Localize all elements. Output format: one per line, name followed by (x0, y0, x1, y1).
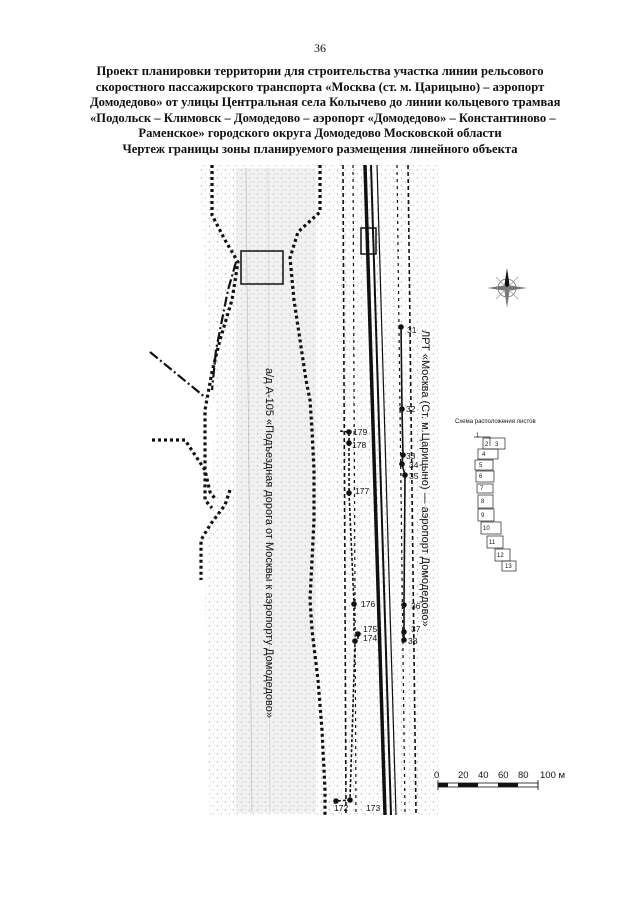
sheet-number: 2 (485, 442, 489, 448)
point-label: 175 (363, 624, 377, 634)
inset-title: Схема расположения листов (455, 419, 536, 425)
page-number: 36 (314, 41, 326, 55)
sheet-number: 11 (489, 540, 496, 546)
north-arrow-icon (487, 268, 527, 308)
sheet-number: 9 (481, 513, 485, 519)
dash-dot-lines (149, 261, 238, 399)
point-label: 35 (409, 471, 419, 481)
sheet-number: 10 (483, 526, 490, 532)
point-label: 36 (411, 601, 421, 611)
point-label: 176 (361, 599, 375, 609)
scale-tick-label: 0 (434, 770, 439, 781)
point-label: 178 (352, 440, 366, 450)
scale-bar: 0 20 40 60 80 100 м (434, 770, 565, 790)
drawing-title: Чертеж границы зоны планируемого размеще… (122, 141, 518, 156)
scale-tick-label: 100 м (540, 770, 565, 781)
point-label: 172 (334, 803, 348, 813)
scale-tick-label: 80 (518, 770, 529, 781)
scale-tick-label: 60 (498, 770, 509, 781)
point-label: 177 (355, 486, 369, 496)
point-label: 33 (406, 451, 416, 461)
point-label: 173 (366, 803, 380, 813)
title-line: Проект планировки территории для строите… (96, 64, 544, 78)
sheet-number: 13 (505, 564, 512, 570)
title-line: скоростного пассажирского транспорта «Мо… (95, 79, 545, 94)
point-label: 37 (411, 624, 421, 634)
point-label: 179 (353, 427, 367, 437)
sheet-number: 5 (479, 463, 483, 469)
scale-tick-label: 20 (458, 770, 469, 781)
point-labels-right: 31 32 33 34 35 36 37 38 (406, 325, 421, 646)
rail-corridor (342, 164, 417, 816)
sheet-number: 6 (479, 474, 483, 480)
sheet-layout-inset: Схема расположения листов 1 2 3 4 5 6 7 … (455, 419, 536, 572)
point-label: 34 (409, 460, 419, 470)
scale-tick-label: 40 (478, 770, 489, 781)
boundary-points (333, 324, 408, 804)
point-label: 174 (363, 633, 377, 643)
sheet-number: 4 (482, 452, 486, 458)
sheet-number: 1 (476, 433, 480, 439)
title-line: «Подольск – Климовск – Домодедово – аэро… (90, 110, 556, 125)
crossing-markers (240, 227, 377, 285)
sheet-number: 12 (497, 553, 504, 559)
title-line: Домодедово» от улицы Центральная села Ко… (90, 95, 561, 110)
sheet-number: 3 (495, 442, 499, 448)
rail-label: ЛРТ «Москва (Ст. м.Царицыно) — аэропорт … (419, 330, 431, 627)
road-label: а/д А-105 «Подъездная дорога от Москвы к… (263, 368, 275, 718)
boundary-polyline-right (400, 325, 406, 640)
title-line: Раменское» городского округа Домодедово … (138, 126, 502, 141)
sheet-number: 8 (481, 499, 485, 505)
road-boundary-lines (152, 165, 327, 815)
sheet-number: 7 (480, 486, 484, 492)
point-label: 38 (408, 636, 418, 646)
point-labels-left: 179 178 177 176 175 174 172 173 (334, 427, 380, 813)
point-label: 31 (407, 325, 417, 335)
point-label: 32 (406, 404, 416, 414)
document-title: Проект планировки территории для строите… (90, 64, 561, 158)
